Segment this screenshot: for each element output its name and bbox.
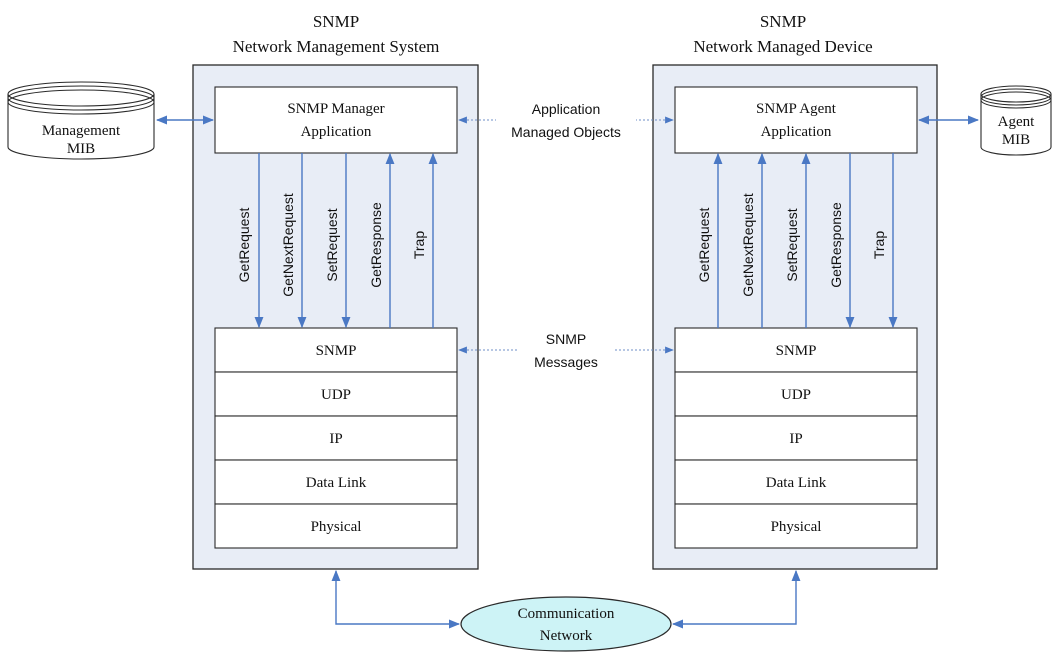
nms-title-line1: SNMP bbox=[313, 12, 359, 31]
agent-mib-line1: Agent bbox=[998, 114, 1035, 130]
nms-stack-udp: UDP bbox=[321, 387, 351, 403]
nms-stack-layer bbox=[214, 327, 458, 373]
management-mib-line2: MIB bbox=[67, 141, 95, 157]
nmd-agent-application: SNMP Agent Application bbox=[674, 86, 918, 154]
nmd-label-setrequest: SetRequest bbox=[784, 208, 800, 281]
nms-stack-layer bbox=[214, 371, 458, 417]
nms-network-link-arrow bbox=[331, 569, 461, 629]
nmd-stack-layer bbox=[674, 503, 918, 549]
management-mib-line1: Management bbox=[42, 123, 121, 139]
management-mib-database-icon: Management MIB bbox=[7, 81, 155, 160]
nmd-label-getrequest: GetRequest bbox=[696, 208, 712, 283]
nms-stack-snmp: SNMP bbox=[316, 343, 357, 359]
nmd-label-getnextrequest: GetNextRequest bbox=[740, 193, 756, 297]
nmd-label-getresponse: GetResponse bbox=[828, 202, 844, 288]
nms-manager-application: SNMP Manager Application bbox=[214, 86, 458, 154]
nms-title-line2: Network Management System bbox=[233, 37, 440, 56]
nmd-stack-layer bbox=[674, 459, 918, 505]
nms-stack-layer bbox=[214, 503, 458, 549]
nmd-stack-udp: UDP bbox=[781, 387, 811, 403]
nmd-stack-layer bbox=[674, 327, 918, 373]
nmd-stack-layer bbox=[674, 415, 918, 461]
nmd-protocol-stack: SNMP UDP IP Data Link Physical bbox=[674, 327, 918, 549]
nmd-stack-physical: Physical bbox=[771, 519, 822, 535]
nms-protocol-stack: SNMP UDP IP Data Link Physical bbox=[214, 327, 458, 549]
nmd-label-trap: Trap bbox=[871, 231, 887, 259]
nmd-app-line2: Application bbox=[761, 124, 832, 140]
nms-app-line2: Application bbox=[301, 124, 372, 140]
nms-stack-ip: IP bbox=[329, 431, 342, 447]
nmd-app-line1: SNMP Agent bbox=[756, 101, 837, 117]
agent-mib-database-icon: Agent MIB bbox=[980, 85, 1052, 156]
nms-label-trap: Trap bbox=[411, 231, 427, 259]
nms-label-getnextrequest: GetNextRequest bbox=[280, 193, 296, 297]
nms-stack-data-link: Data Link bbox=[306, 475, 367, 491]
agent-mib-line2: MIB bbox=[1002, 132, 1030, 148]
nms-app-line1: SNMP Manager bbox=[287, 101, 384, 117]
network-line2: Network bbox=[540, 628, 593, 644]
network-line1: Communication bbox=[518, 606, 615, 622]
snmp-messages-label-bg bbox=[518, 331, 614, 371]
nms-label-getrequest: GetRequest bbox=[236, 208, 252, 283]
application-link-label-bg bbox=[496, 101, 636, 141]
application-link-line1: Application bbox=[532, 101, 601, 117]
nms-label-getresponse: GetResponse bbox=[368, 202, 384, 288]
nmd-stack-data-link: Data Link bbox=[766, 475, 827, 491]
nmd-title-line2: Network Managed Device bbox=[693, 37, 872, 56]
nmd-stack-snmp: SNMP bbox=[776, 343, 817, 359]
nmd-stack-ip: IP bbox=[789, 431, 802, 447]
nmd-network-link-arrow bbox=[671, 569, 801, 629]
snmp-messages-line2: Messages bbox=[534, 354, 598, 370]
communication-network-ellipse: Communication Network bbox=[460, 596, 672, 652]
snmp-messages-line1: SNMP bbox=[546, 331, 586, 347]
nms-label-setrequest: SetRequest bbox=[324, 208, 340, 281]
application-link-line2: Managed Objects bbox=[511, 124, 621, 140]
nms-stack-physical: Physical bbox=[311, 519, 362, 535]
nmd-title-line1: SNMP bbox=[760, 12, 806, 31]
nms-stack-layer bbox=[214, 459, 458, 505]
